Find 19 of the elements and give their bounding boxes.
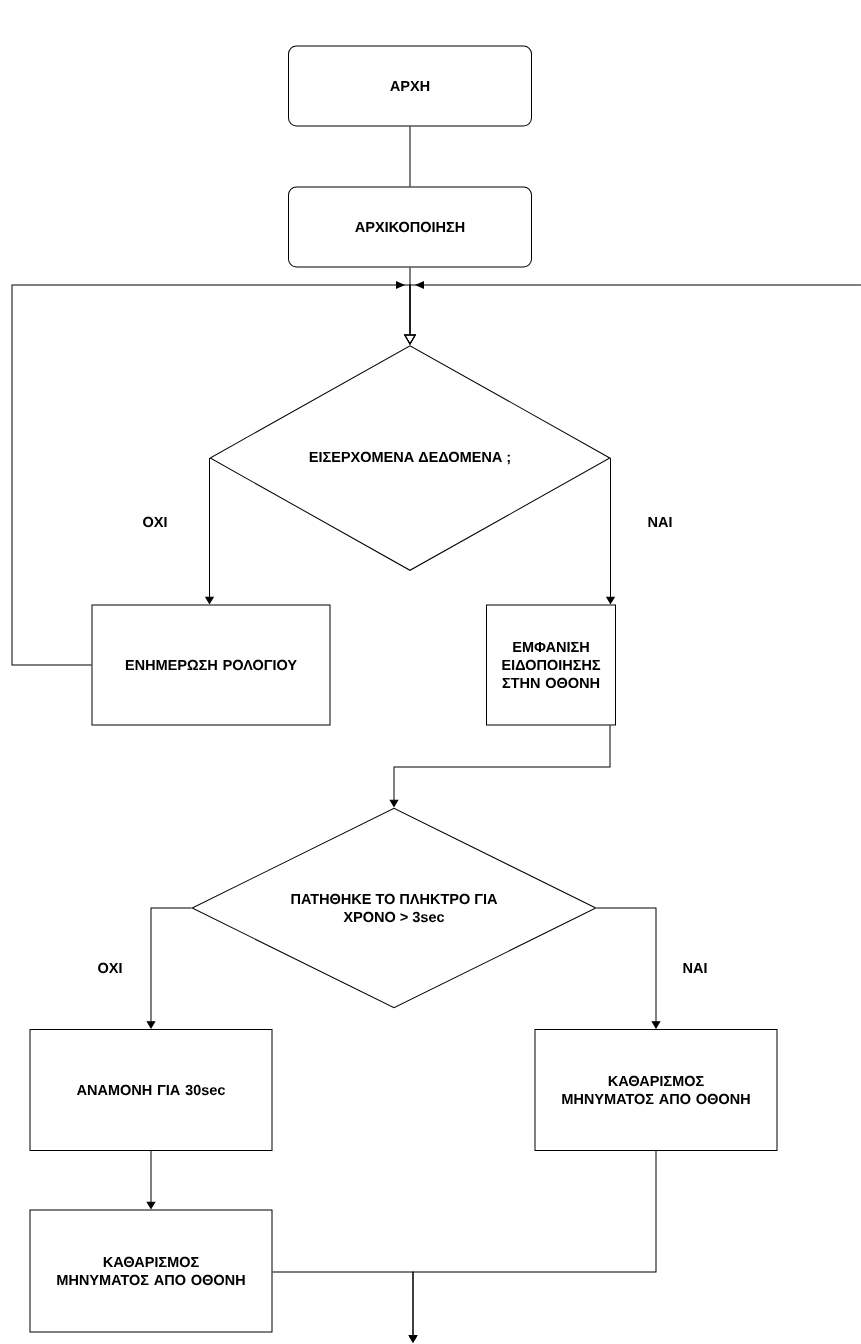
edge-label: ΝΑΙ	[645, 515, 675, 529]
arrow	[389, 725, 611, 807]
process-box: ΑΝΑΜΟΝΗ ΓΙΑ 30sec	[29, 1029, 273, 1151]
arrow	[404, 281, 861, 345]
arrow	[272, 1271, 418, 1343]
process-box: ΚΑΘΑΡΙΣΜΟΣ ΜΗΝΥΜΑΤΟΣ ΑΠΟ ΟΘΟΝΗ	[29, 1209, 273, 1333]
arrow	[205, 457, 214, 604]
arrow	[606, 457, 615, 604]
edge-label: ΟΧΙ	[95, 960, 125, 976]
process-box: ΕΜΦΑΝΙΣΗ ΕΙΔΟΠΟΙΗΣΗΣ ΣΤΗΝ ΟΘΟΝΗ	[486, 604, 616, 726]
process-box: ΚΑΘΑΡΙΣΜΟΣ ΜΗΝΥΜΑΤΟΣ ΑΠΟ ΟΘΟΝΗ	[534, 1029, 778, 1151]
terminal-box: ΑΡΧΗ	[288, 45, 532, 127]
edge-label: ΝΑΙ	[680, 961, 710, 975]
process-box: ΕΝΗΜΕΡΩΣΗ ΡΟΛΟΓΙΟΥ	[91, 604, 331, 726]
arrow	[596, 907, 661, 1029]
edge-label: ΟΧΙ	[140, 514, 170, 530]
arrow	[146, 907, 192, 1029]
arrow	[146, 1150, 156, 1209]
terminal-box: ΑΡΧΙΚΟΠΟΙΗΣΗ	[288, 186, 532, 268]
